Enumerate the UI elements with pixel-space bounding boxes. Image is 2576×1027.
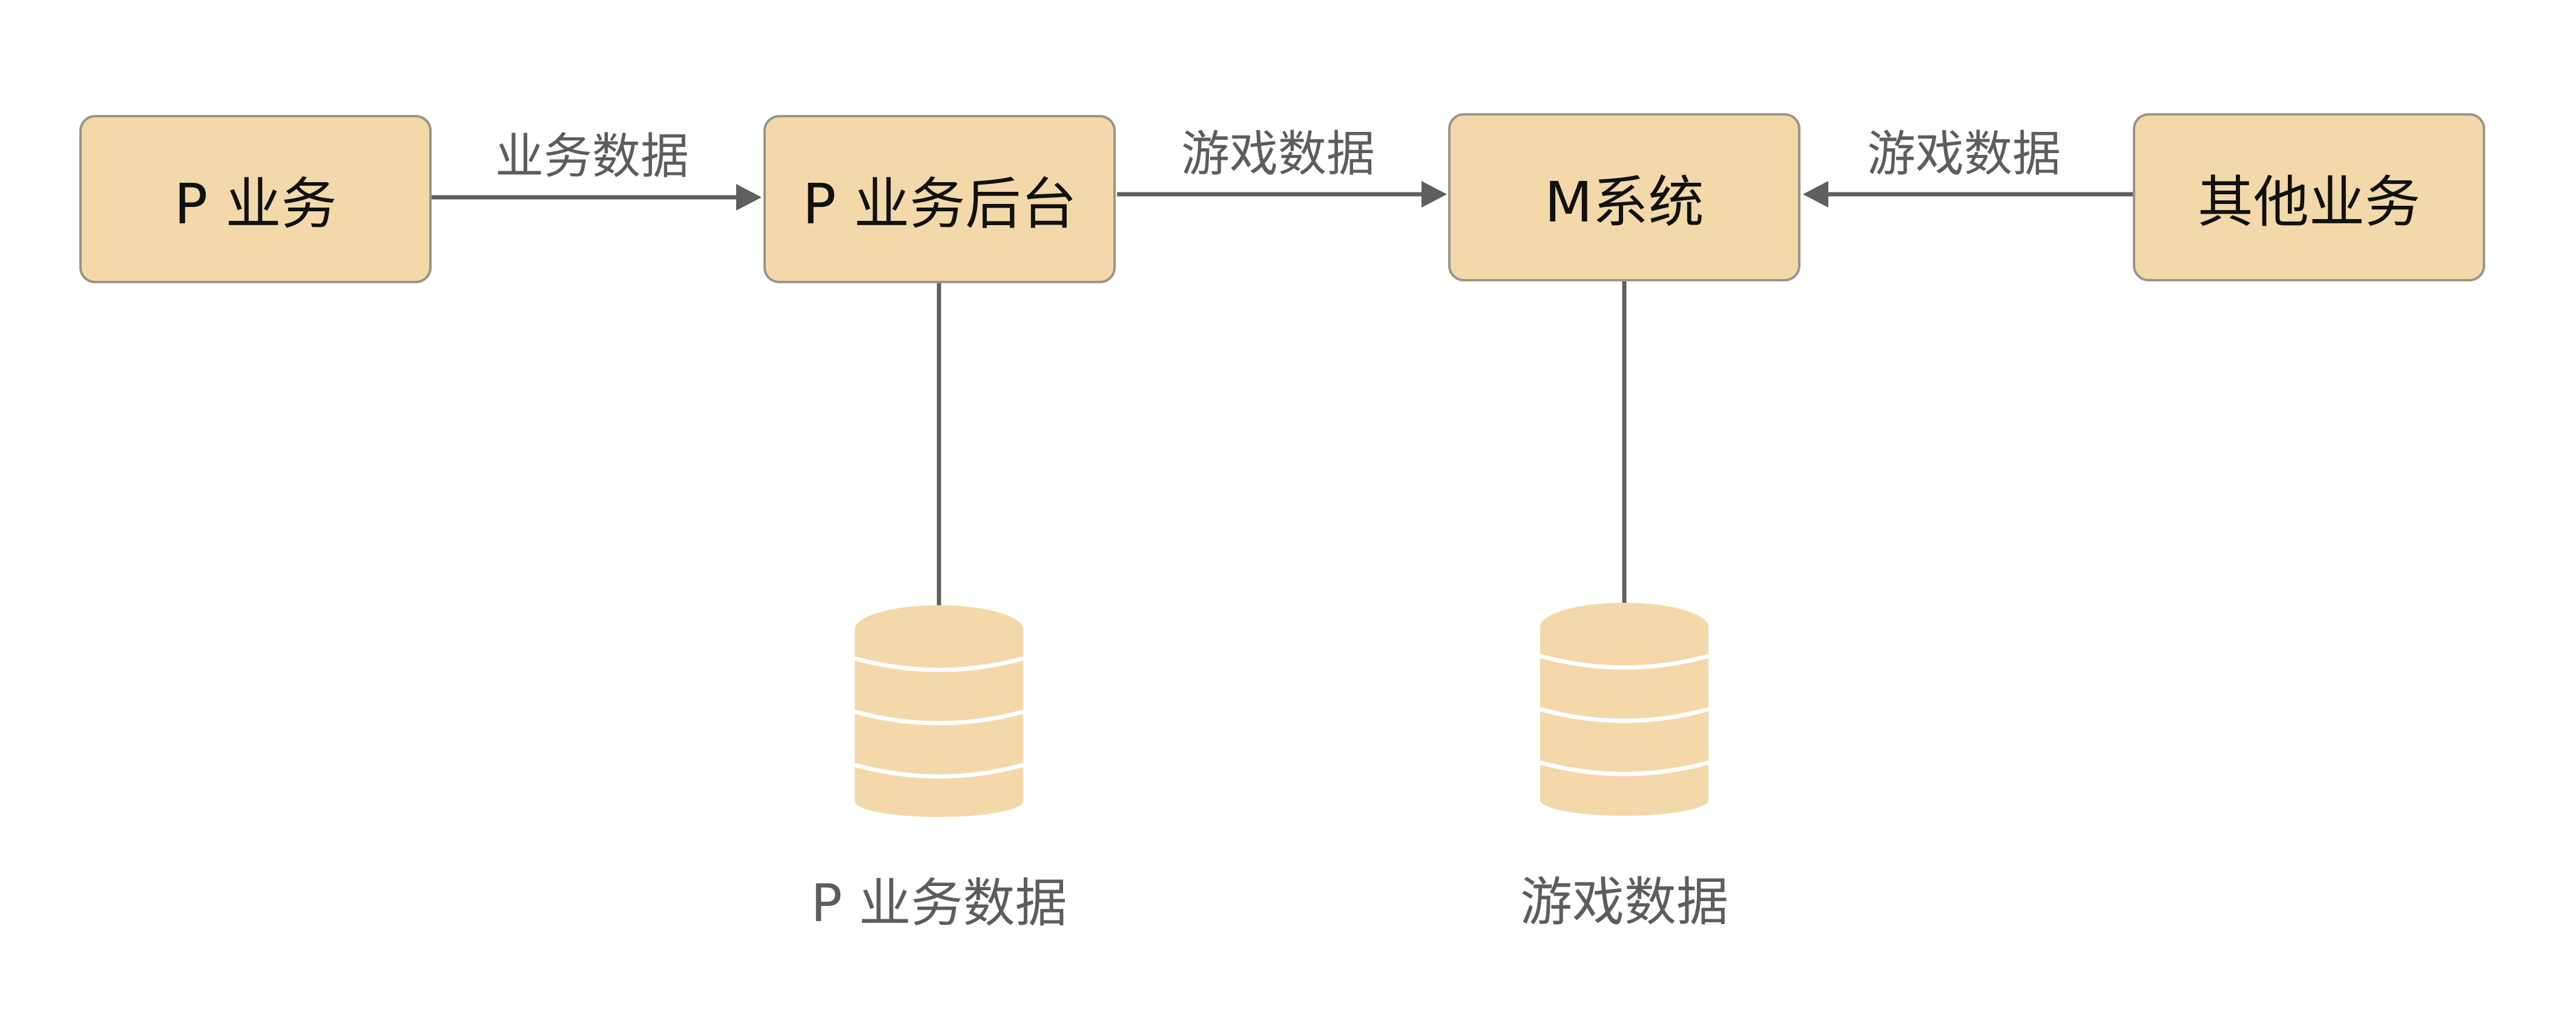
edge-label-business-data: 业务数据 [495, 128, 689, 185]
arrowhead-p-business-to-backend [736, 184, 762, 211]
node-p-business-label: P 业务 [174, 171, 337, 237]
edge-label-game-data-1: 游戏数据 [1181, 126, 1375, 182]
node-m-system-label: M系统 [1544, 169, 1704, 235]
node-other-business-label: 其他业务 [2197, 169, 2420, 235]
db-label-game: 游戏数据 [1520, 872, 1728, 933]
database-icon-p-business [854, 605, 1024, 817]
node-p-business: P 业务 [79, 115, 432, 283]
node-p-backend: P 业务后台 [763, 115, 1116, 283]
edge-label-game-data-2: 游戏数据 [1867, 126, 2061, 182]
arrowhead-other-to-m-system [1803, 181, 1828, 208]
node-other-business: 其他业务 [2133, 113, 2485, 281]
db-label-p-business: P 业务数据 [811, 873, 1067, 934]
node-p-backend-label: P 业务后台 [802, 171, 1077, 237]
node-m-system: M系统 [1448, 113, 1800, 281]
database-icon-game [1540, 603, 1709, 816]
arrowhead-backend-to-m-system [1421, 181, 1447, 208]
